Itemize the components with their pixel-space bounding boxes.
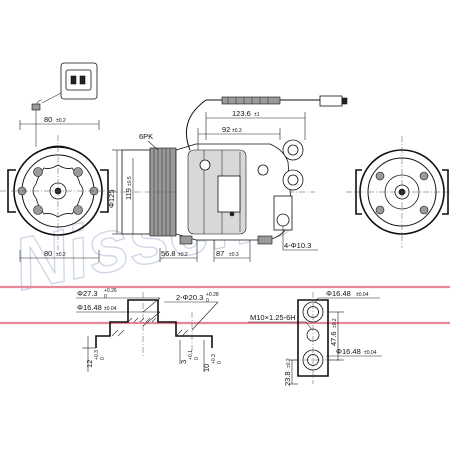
fitting-section-detail: Φ27.3 +0.26 0 Φ16.48 ±0.04 2-Φ20.3 +0.28… <box>76 288 223 372</box>
dim-depth-23: 23.8 <box>283 371 292 386</box>
electrical-connector-detail <box>41 62 98 104</box>
dim-height-12-tol-up: +0.3 <box>94 350 100 360</box>
dim-height-3-tol-up: +0.1 <box>188 350 194 360</box>
dim-height-10: 10 <box>202 364 211 372</box>
dim-length-56-tol: ±0.2 <box>178 252 188 258</box>
dim-length-92: 92 <box>222 125 230 134</box>
dim-fit-16-left: Φ16.48 <box>77 303 102 312</box>
label-6pk: 6PK <box>139 132 153 141</box>
dim-length-87-tol: ±0.3 <box>229 252 239 258</box>
dim-height-3-tol-dn: 0 <box>194 357 200 360</box>
dim-width-80-top: 80 <box>44 115 52 124</box>
port-flange-detail: M10×1.25-6H Φ16.48 ±0.04 47.6 ±0.2 Φ16.4… <box>248 289 382 386</box>
dim-length-123-tol: ±1 <box>254 112 260 118</box>
dim-height-10-tol-dn: 0 <box>217 361 223 364</box>
dim-mount-holes: 4-Φ10.3 <box>284 241 311 250</box>
dim-fit-16-right-bottom: Φ16.48 <box>336 347 361 356</box>
dim-length-92-tol: ±0.3 <box>232 128 242 134</box>
dim-height-3: 3 <box>179 360 188 364</box>
dim-height-119-tol: ±0.5 <box>127 176 133 186</box>
dim-fit-27-tol-up: +0.26 <box>104 288 117 294</box>
dim-fit-16-left-tol: ±0.04 <box>104 306 117 312</box>
dim-fit-16-right-top-tol: ±0.04 <box>356 292 369 298</box>
dim-depth-47: 47.6 <box>329 331 338 346</box>
dim-length-123: 123.6 <box>232 109 251 118</box>
dim-width-80-bottom: 80 <box>44 249 52 258</box>
compressor-rear-view <box>346 136 450 248</box>
dim-width-80-bottom-tol: ±0.2 <box>56 252 66 258</box>
dim-fit-20: 2-Φ20.3 <box>176 293 203 302</box>
compressor-front-view: 80 ±0.2 80 ±0.2 <box>0 99 116 262</box>
dim-length-87: 87 <box>216 249 224 258</box>
separator-band <box>0 285 450 325</box>
dim-height-10-tol-up: +0.3 <box>211 354 217 364</box>
dim-fit-16-right-bottom-tol: ±0.04 <box>364 350 377 356</box>
dim-height-119: 119 <box>124 188 133 200</box>
dim-width-80-top-tol: ±0.2 <box>56 118 66 124</box>
dim-thread: M10×1.25-6H <box>250 313 296 322</box>
dim-fit-27-tol-dn: 0 <box>104 294 107 300</box>
dim-fit-20-tol-dn: 0 <box>206 298 209 304</box>
dim-height-12-tol-dn: 0 <box>100 357 106 360</box>
dim-pulley-diameter: Φ125 <box>107 190 116 209</box>
compressor-side-view: 123.6 ±1 92 ±0.3 6PK Φ125 119 ±0.5 56.8 … <box>107 95 348 262</box>
dim-depth-47-tol: ±0.2 <box>332 318 338 328</box>
dim-fit-20-tol-up: +0.28 <box>206 292 219 298</box>
dim-fit-16-right-top: Φ16.48 <box>326 289 351 298</box>
dim-fit-27: Φ27.3 <box>77 289 98 298</box>
dim-length-56: 56.8 <box>161 249 176 258</box>
dim-depth-23-tol: ±0.2 <box>286 358 292 368</box>
dim-height-12: 12 <box>85 360 94 368</box>
